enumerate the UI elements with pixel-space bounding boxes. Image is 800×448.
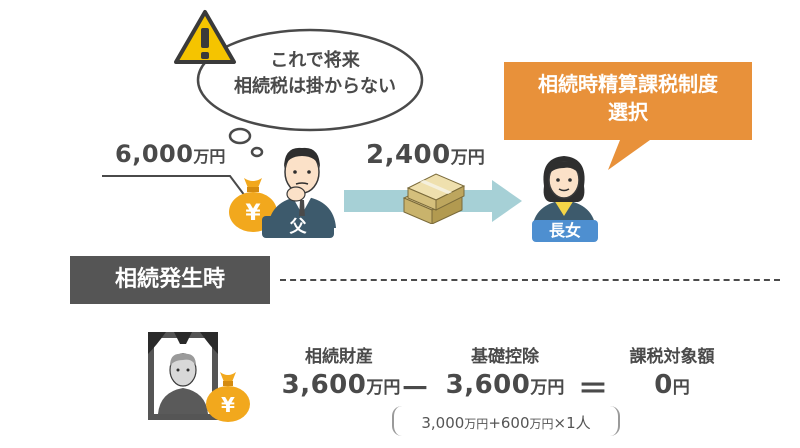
leader-line: [102, 175, 249, 201]
father-label: 父: [262, 216, 334, 238]
minus-sign: －: [400, 372, 430, 407]
section-divider: [280, 279, 780, 281]
callout-line-1: 相続時精算課税制度: [538, 72, 718, 96]
gift-amount: 2,400万円: [366, 140, 485, 170]
daughter-figure: [532, 156, 596, 230]
note-bracket: [392, 406, 620, 436]
thought-text: これで将来 相続税は掛からない: [230, 48, 400, 100]
estate-value: 3,600万円: [281, 370, 401, 400]
svg-text:¥: ¥: [245, 201, 261, 226]
money-bag-icon-2: ¥: [206, 372, 250, 422]
warning-icon: [174, 10, 236, 64]
deduction-note: 3,000万円+600万円×1人: [421, 414, 591, 432]
memorial-portrait: [148, 332, 218, 420]
callout-line-2: 選択: [608, 100, 648, 124]
taxable-label: 課税対象額: [629, 347, 715, 367]
money-stack-icon: [402, 173, 466, 224]
thought-line-1: これで将来: [270, 50, 360, 71]
thought-line-2: 相続税は掛からない: [234, 76, 396, 97]
thought-bubble: [196, 28, 424, 158]
taxable-value: 0円: [654, 370, 690, 400]
svg-text:¥: ¥: [221, 393, 235, 417]
section-label: 相続発生時: [70, 256, 270, 304]
estate-label: 相続財産: [305, 347, 373, 367]
equals-sign: ＝: [578, 372, 608, 407]
deduction-label: 基礎控除: [471, 347, 539, 367]
deduction-value: 3,600万円: [445, 370, 565, 400]
father-amount: 6,000万円: [115, 140, 226, 168]
callout-shape: [504, 62, 752, 170]
callout-text: 相続時精算課税制度 選択: [504, 70, 752, 126]
father-figure: [268, 147, 336, 228]
daughter-label: 長女: [532, 220, 598, 242]
